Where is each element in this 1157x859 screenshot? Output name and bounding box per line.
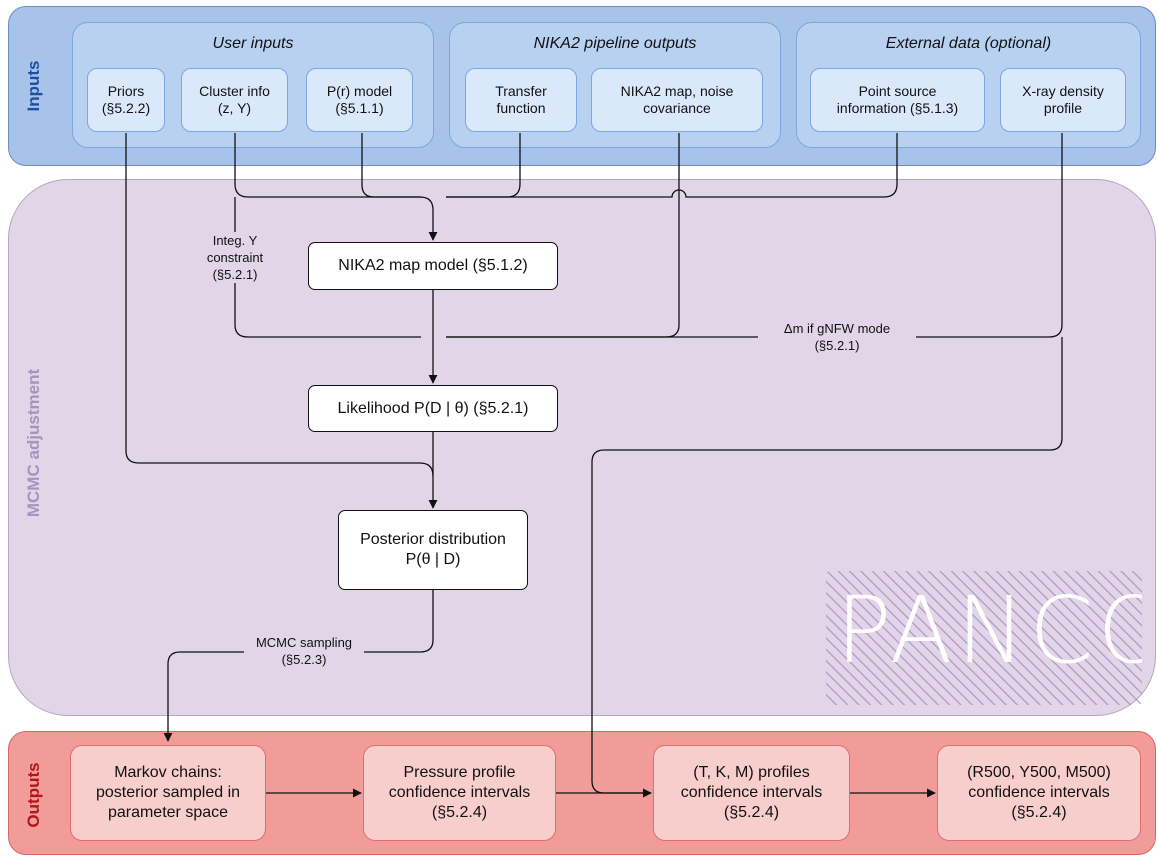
logo-text: PANCO2 (836, 577, 1142, 684)
point-source-box: Point source information (§5.1.3) (810, 68, 985, 132)
mcmc-sampling-label: MCMC sampling (§5.2.3) (244, 634, 364, 668)
external-title: External data (optional) (885, 35, 1052, 52)
edge-posterior-to-markov (362, 590, 434, 653)
pressure-profile-box: Pressure profile confidence intervals (§… (363, 745, 556, 841)
transfer-function-box: Transfer function (465, 68, 577, 132)
nika2-map-box: NIKA2 map, noise covariance (591, 68, 763, 132)
integ-y-label: Integ. Y constraint (§5.2.1) (190, 232, 280, 283)
posterior-box: Posterior distribution P(θ | D) (338, 510, 528, 590)
edge-xray-to-tkm (591, 337, 1063, 794)
map-model-box: NIKA2 map model (§5.1.2) (308, 242, 558, 290)
edge-priors-to-posterior (125, 133, 434, 477)
pipeline-title: NIKA2 pipeline outputs (533, 35, 697, 52)
user-inputs-title: User inputs (212, 35, 294, 52)
cluster-info-box: Cluster info (z, Y) (181, 68, 288, 132)
edge-transfer-to-map (446, 133, 521, 198)
logo-hatch (826, 571, 1142, 705)
priors-box: Priors (§5.2.2) (87, 68, 165, 132)
edge-posterior-to-markov-b (163, 651, 245, 742)
r500-box: (R500, Y500, M500) confidence intervals … (937, 745, 1141, 841)
edge-xray-to-likelihood-a (915, 133, 1063, 338)
edge-cluster-to-map (234, 133, 438, 241)
markov-chains-box: Markov chains: posterior sampled in para… (70, 745, 266, 841)
edge-pointsrc-to-map (446, 133, 898, 198)
panco2-logo: PANCO2 (826, 571, 1142, 705)
edge-integy-to-likelihood (234, 197, 421, 338)
likelihood-box: Likelihood P(D | θ) (§5.2.1) (308, 385, 558, 432)
pr-model-box: P(r) model (§5.1.1) (306, 68, 413, 132)
edge-nika2map-to-likelihood (446, 133, 680, 338)
delta-m-label: Δm if gNFW mode (§5.2.1) (758, 320, 916, 354)
xray-density-box: X-ray density profile (1000, 68, 1126, 132)
tkm-profiles-box: (T, K, M) profiles confidence intervals … (653, 745, 850, 841)
edge-prmodel-to-map (361, 133, 421, 198)
